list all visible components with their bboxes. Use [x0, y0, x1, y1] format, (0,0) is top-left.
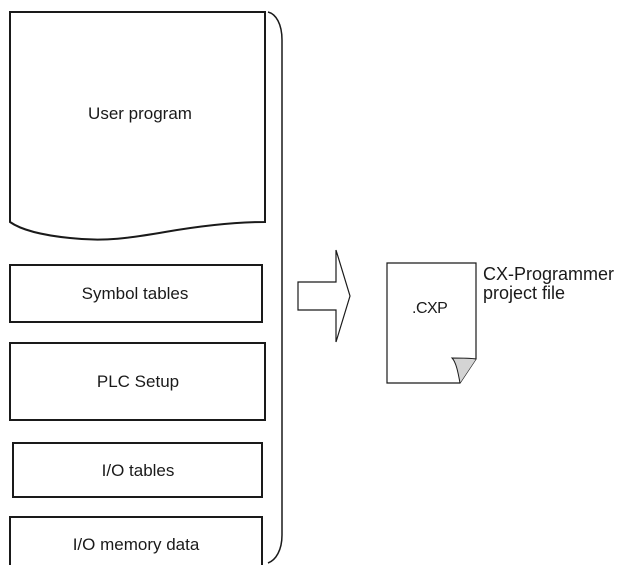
file-extension-label: .CXP	[412, 300, 448, 317]
symbol-tables-label: Symbol tables	[81, 284, 189, 303]
plc-setup-label: PLC Setup	[96, 372, 180, 391]
symbol-tables-box	[9, 264, 263, 323]
conversion-arrow-icon	[297, 249, 351, 343]
io-memory-data-label: I/O memory data	[72, 535, 200, 554]
project-file-label-line1: CX-Programmer	[483, 264, 615, 284]
plc-setup-box	[9, 342, 266, 421]
io-tables-box	[12, 442, 263, 498]
project-file-label-line2: project file	[483, 283, 566, 303]
io-memory-data-box	[9, 516, 263, 565]
cxp-file-icon	[386, 262, 477, 384]
user-program-label: User program	[88, 104, 192, 123]
io-tables-label: I/O tables	[101, 461, 175, 480]
user-program-document-shape	[9, 11, 266, 241]
grouping-bracket	[267, 11, 283, 564]
